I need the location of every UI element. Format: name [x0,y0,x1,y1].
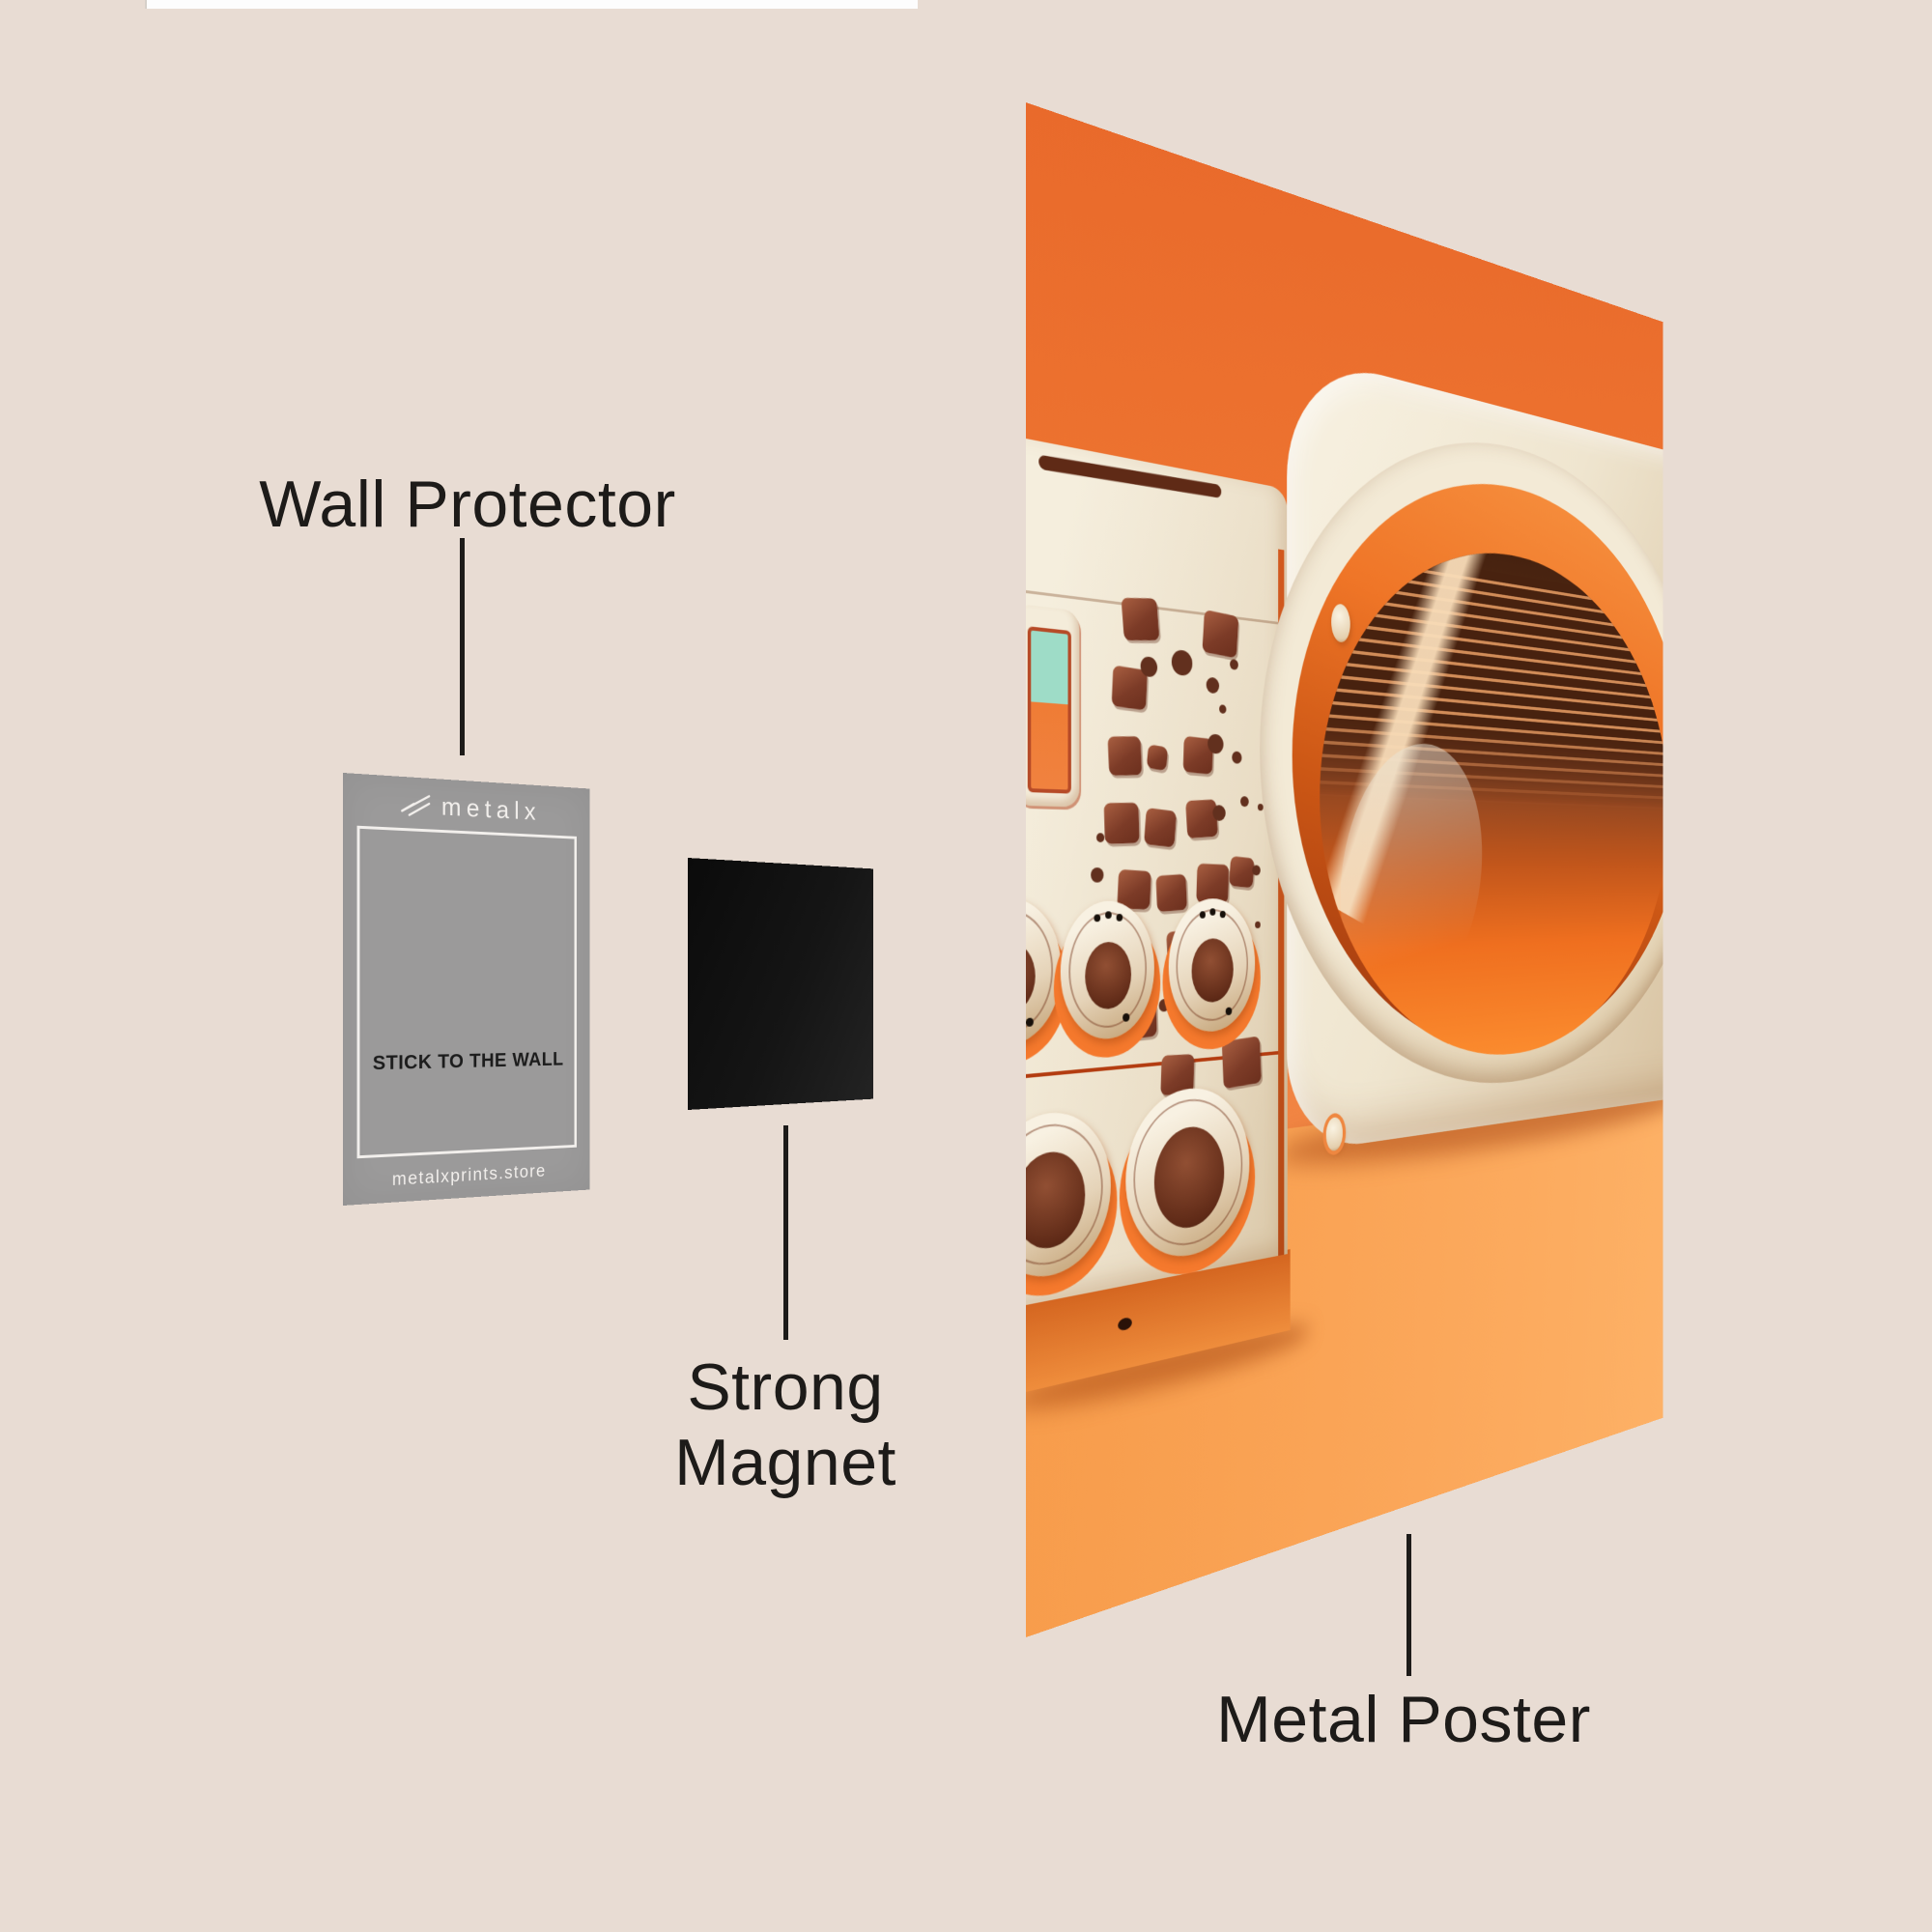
poster-knob [1026,1106,1118,1309]
panel-dot [1212,805,1226,821]
strong-magnet-label: Strong Magnet [674,1350,896,1500]
panel-button [1121,597,1160,641]
metalx-logo-icon [398,789,432,817]
wall-protector-connector-line [460,538,465,755]
poster-device-screen [1026,603,1080,808]
strong-magnet [688,858,874,1110]
panel-button [1146,744,1169,772]
panel-dot [1206,676,1220,695]
panel-button [1107,736,1143,776]
panel-dot [1230,659,1238,670]
metal-poster-artwork [1026,102,1663,1637]
metal-poster-connector-line [1406,1534,1411,1676]
panel-dot [1252,865,1261,876]
strong-magnet-label-line2: Magnet [674,1425,896,1499]
panel-button [1103,802,1140,844]
strong-magnet-label-line1: Strong [687,1350,884,1424]
metal-poster-label: Metal Poster [1216,1683,1591,1756]
poster-device-screen-display [1027,626,1071,794]
card-website: metalxprints.store [391,1161,547,1190]
panel-dot [1096,833,1105,843]
metalx-brand-text: metalx [440,792,541,826]
card-inner-border [356,825,577,1159]
metalx-logo: metalx [343,786,589,829]
panel-button [1185,799,1218,838]
panel-dot [1219,704,1227,714]
panel-dot [1257,803,1264,811]
wall-protector-label: Wall Protector [259,468,676,541]
panel-dot [1208,733,1224,754]
poster-knob [1053,900,1161,1063]
wall-top-edge [147,0,918,9]
panel-button [1144,808,1178,848]
poster-knob [1119,1082,1256,1288]
panel-dot [1091,867,1104,883]
panel-button [1196,863,1230,904]
panel-dot [1232,751,1242,764]
panel-button [1202,609,1239,659]
poster-porthole-sphere [1320,520,1663,1074]
wall-protector-card: metalx STICK TO THE WALL metalxprints.st… [343,773,590,1206]
panel-button [1229,856,1255,889]
poster-knob [1162,897,1261,1054]
strong-magnet-connector-line [783,1125,788,1340]
panel-dot [1240,796,1249,808]
